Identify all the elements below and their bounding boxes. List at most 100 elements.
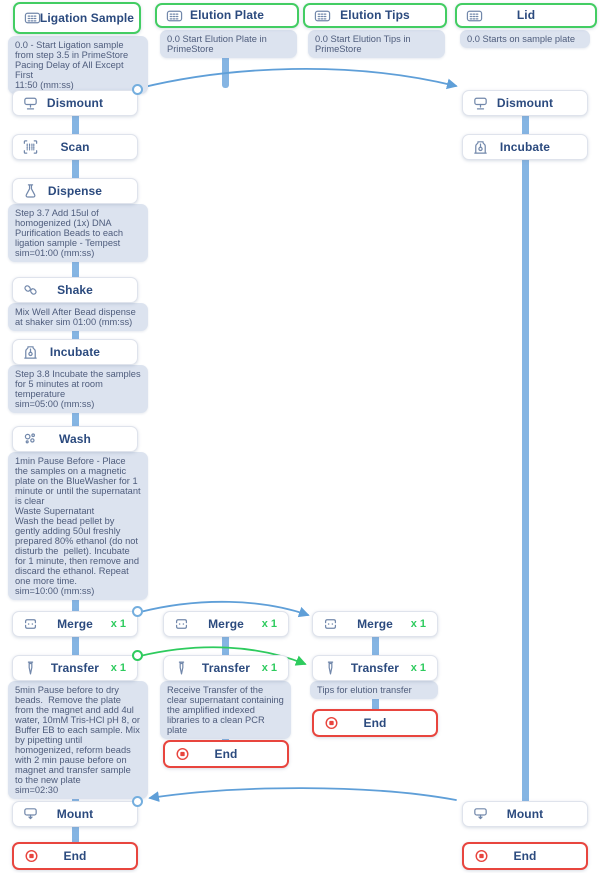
plate-icon [466, 7, 483, 24]
connector-pipe [71, 112, 79, 140]
transfer-count-badge: x 1 [410, 662, 426, 674]
connector-pipe [71, 823, 79, 848]
step-label: End [63, 849, 87, 863]
step-label: Merge [57, 617, 93, 631]
step-node-dismount[interactable]: Dismount [12, 90, 138, 116]
plate-icon [24, 10, 41, 27]
incubator-icon [22, 344, 39, 361]
transfer-count-badge: x 1 [261, 662, 277, 674]
step-label: End [214, 747, 238, 761]
stop-record-icon [23, 848, 40, 865]
end-node[interactable]: End [462, 842, 588, 870]
connector-pipe [521, 112, 529, 140]
step-node-transfer-3[interactable]: Transfer x 1 [312, 655, 438, 681]
end-node[interactable]: End [312, 709, 438, 737]
connector-pipe [371, 696, 379, 715]
end-node[interactable]: End [12, 842, 138, 870]
step-node-merge[interactable]: Merge x 1 [12, 611, 138, 637]
note-elution-plate: 0.0 Start Elution Plate in PrimeStore [160, 30, 297, 58]
step-label: End [363, 716, 387, 730]
merge-icon [322, 616, 339, 633]
step-label: Merge [357, 617, 393, 631]
step-label: Dispense [47, 184, 103, 198]
step-node-mount-lid[interactable]: Mount [462, 801, 588, 827]
merge-icon [22, 616, 39, 633]
step-node-transfer[interactable]: Transfer x 1 [12, 655, 138, 681]
connector-pipe [71, 588, 79, 617]
step-node-merge-2[interactable]: Merge x 1 [163, 611, 289, 637]
source-label: Ligation Sample [39, 10, 135, 25]
note-lid: 0.0 Starts on sample plate [460, 30, 590, 48]
mount-icon [472, 806, 489, 823]
note-dispense: Step 3.7 Add 15ul of homogenized (1x) DN… [8, 204, 148, 262]
merge-count-badge: x 1 [110, 618, 126, 630]
port-handle[interactable] [132, 650, 143, 661]
connector-pipe [221, 55, 229, 88]
merge-icon [173, 616, 190, 633]
connector-pipe [371, 633, 379, 661]
connector-pipe [71, 406, 79, 432]
note-transfer-elution-plate: Receive Transfer of the clear supernatan… [160, 681, 291, 739]
port-handle[interactable] [132, 796, 143, 807]
dismount-icon [22, 95, 39, 112]
note-wash: 1min Pause Before - Place the samples on… [8, 452, 148, 600]
step-node-incubate[interactable]: Incubate [12, 339, 138, 365]
note-transfer-elution-tips: Tips for elution transfer [310, 681, 438, 699]
stop-record-icon [473, 848, 490, 865]
step-label: End [513, 849, 537, 863]
pipette-icon [22, 660, 39, 677]
step-label: Merge [208, 617, 244, 631]
step-label: Incubate [49, 345, 101, 359]
step-label: Shake [57, 283, 93, 297]
stop-record-icon [174, 746, 191, 763]
step-label: Mount [506, 807, 544, 821]
source-node-elution-tips[interactable]: Elution Tips [303, 3, 447, 28]
source-node-elution-plate[interactable]: Elution Plate [155, 3, 299, 28]
step-label: Incubate [499, 140, 551, 154]
step-label: Transfer [350, 661, 400, 675]
note-shake: Mix Well After Bead dispense at shaker s… [8, 303, 148, 331]
step-node-transfer-2[interactable]: Transfer x 1 [163, 655, 289, 681]
source-label: Elution Tips [340, 8, 410, 22]
step-node-wash[interactable]: Wash [12, 426, 138, 452]
plate-icon [314, 7, 331, 24]
end-node[interactable]: End [163, 740, 289, 768]
edge-dismount-to-lid-dismount [139, 67, 458, 90]
mount-icon [22, 806, 39, 823]
note-elution-tips: 0.0 Start Elution Tips in PrimeStore [308, 30, 445, 58]
scan-icon [22, 139, 39, 156]
merge-count-badge: x 1 [261, 618, 277, 630]
step-node-merge-3[interactable]: Merge x 1 [312, 611, 438, 637]
step-node-incubate-lid[interactable]: Incubate [462, 134, 588, 160]
step-node-dismount-lid[interactable]: Dismount [462, 90, 588, 116]
step-node-mount[interactable]: Mount [12, 801, 138, 827]
step-node-dispense[interactable]: Dispense [12, 178, 138, 204]
note-transfer-main: 5min Pause before to dry beads. Remove t… [8, 681, 148, 799]
source-node-lid[interactable]: Lid [455, 3, 597, 28]
step-node-scan[interactable]: Scan [12, 134, 138, 160]
step-label: Wash [59, 432, 91, 446]
step-label: Transfer [50, 661, 100, 675]
connector-pipe [71, 156, 79, 184]
stop-record-icon [323, 715, 340, 732]
step-label: Mount [56, 807, 94, 821]
transfer-count-badge: x 1 [110, 662, 126, 674]
note-ligation-sample: 0.0 - Start Ligation sample from step 3.… [8, 36, 148, 94]
shake-icon [22, 282, 39, 299]
edge-lid-mount-to-mount [148, 787, 457, 802]
source-label: Lid [516, 8, 536, 22]
port-handle[interactable] [132, 84, 143, 95]
step-label: Scan [60, 140, 90, 154]
connector-pipe [71, 252, 79, 283]
source-node-ligation-sample[interactable]: Ligation Sample [13, 2, 141, 34]
dismount-icon [472, 95, 489, 112]
merge-count-badge: x 1 [410, 618, 426, 630]
step-label: Dismount [496, 96, 554, 110]
source-label: Elution Plate [190, 8, 264, 22]
note-incubate: Step 3.8 Incubate the samples for 5 minu… [8, 365, 148, 413]
connector-pipe [71, 318, 79, 345]
plate-icon [166, 7, 183, 24]
port-handle[interactable] [132, 606, 143, 617]
step-node-shake[interactable]: Shake [12, 277, 138, 303]
